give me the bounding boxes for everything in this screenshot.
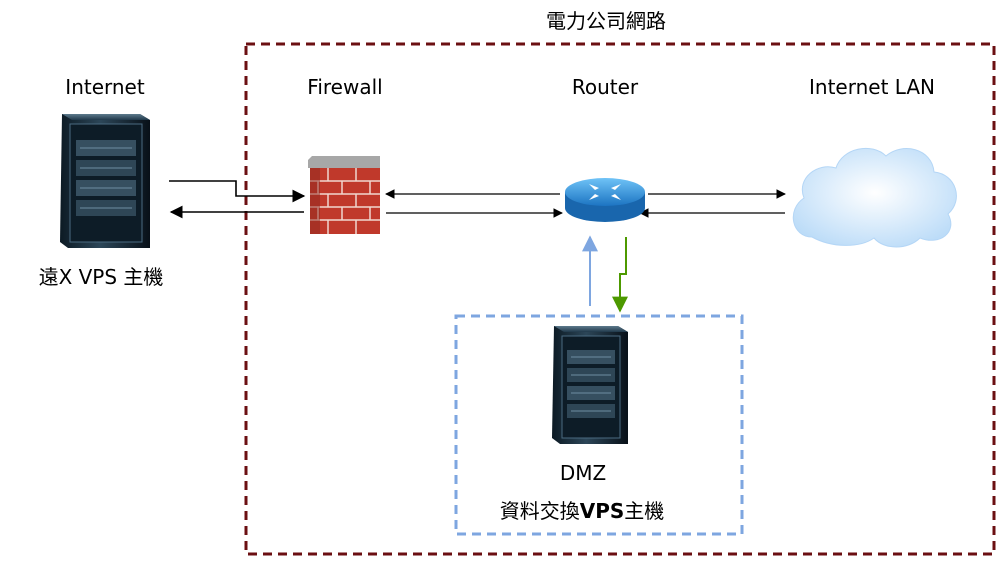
dmz-zone-border xyxy=(454,314,744,536)
internet-to-firewall-arrow xyxy=(169,180,306,203)
internet-node-title: Internet xyxy=(65,75,145,99)
router-to-dmz-arrow xyxy=(612,237,628,313)
zone-title: 電力公司網路 xyxy=(546,9,666,33)
router-icon xyxy=(565,178,645,222)
dmz-node-title: DMZ xyxy=(559,461,607,485)
brick-firewall-icon xyxy=(308,156,380,234)
internet-node-caption: 遠X VPS 主機 xyxy=(38,265,164,289)
dmz-caption-suffix: 主機 xyxy=(624,499,665,523)
dmz-caption-prefix: 資料交換 xyxy=(499,499,580,523)
firewall-node-title: Firewall xyxy=(307,75,383,99)
server-rack-icon xyxy=(552,326,628,444)
cloud-icon xyxy=(792,147,957,248)
router-node-title: Router xyxy=(571,75,639,99)
server-rack-icon xyxy=(60,114,150,248)
dmz-caption-bold: VPS xyxy=(579,499,625,523)
lan-node-title: Internet LAN xyxy=(808,75,936,99)
dmz-node-caption: 資料交換VPS主機 xyxy=(500,499,665,523)
